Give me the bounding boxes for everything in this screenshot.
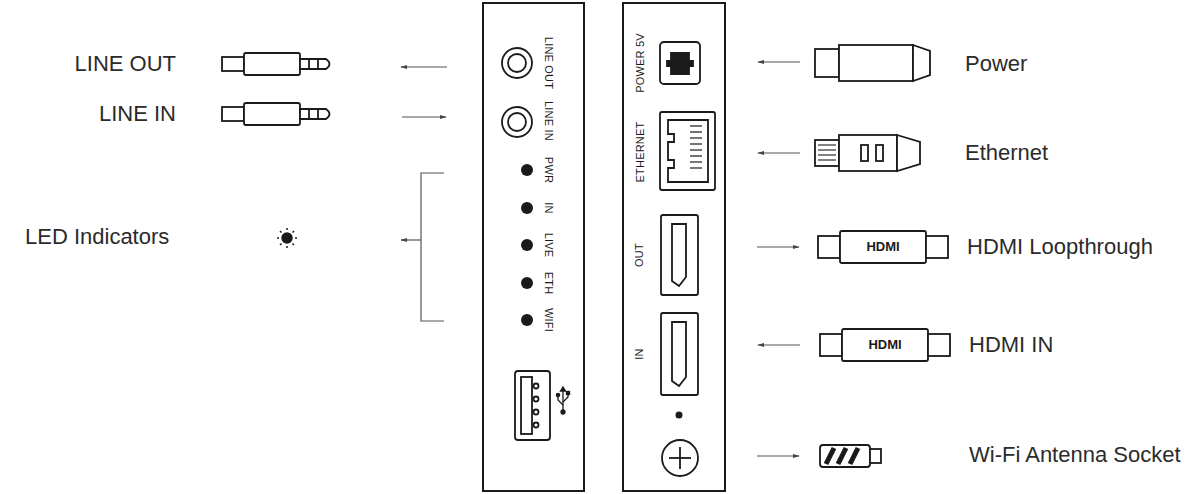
port-label: IN — [634, 348, 645, 359]
reset-dot — [676, 412, 683, 419]
port-name: LINE IN — [99, 101, 176, 126]
led-dots — [521, 164, 533, 326]
hdmi-port — [661, 215, 698, 295]
port-name: HDMI Loopthrough — [967, 234, 1153, 259]
leader-arrow — [401, 66, 447, 67]
port-name: Ethernet — [965, 140, 1048, 165]
audio-jack — [502, 107, 532, 137]
usb-port — [515, 371, 550, 440]
leader-arrow — [757, 455, 799, 456]
antenna-socket — [662, 440, 698, 476]
port-label: OUT — [634, 243, 645, 267]
device-panel: LINE OUT LINE IN PWR IN LIVE ETH WIFI — [482, 2, 585, 492]
port-label: LINE OUT — [543, 37, 554, 89]
port-name: LED Indicators — [25, 224, 169, 249]
device-panel: POWER 5V ETHERNET OUT IN — [622, 2, 726, 492]
leader-arrow — [758, 61, 800, 62]
plug-logo: HDMI — [866, 240, 899, 255]
port-label: PWR — [543, 157, 554, 183]
audio-jack — [502, 48, 532, 78]
antenna-plug — [820, 445, 881, 467]
power-port — [660, 42, 700, 84]
port-label: LINE IN — [543, 101, 554, 141]
usb-symbol — [556, 387, 569, 414]
port-label: LIVE — [543, 233, 554, 258]
leader-arrow — [758, 344, 800, 345]
leader-arrow — [758, 152, 800, 153]
port-label: POWER 5V — [635, 33, 646, 93]
audio-plug — [222, 53, 330, 75]
hdmi-port — [661, 313, 698, 395]
audio-plug — [222, 103, 330, 125]
port-label: ETH — [543, 272, 554, 295]
port-label: IN — [543, 202, 554, 213]
port-label: WIFI — [543, 308, 554, 332]
leader-arrow — [402, 116, 446, 117]
led-icon — [277, 228, 297, 248]
port-name: LINE OUT — [75, 51, 176, 76]
leader-arrow — [401, 239, 421, 240]
leader-arrow — [757, 246, 799, 247]
power-plug — [815, 45, 930, 81]
ethernet-plug — [815, 135, 920, 171]
port-name: HDMI IN — [969, 332, 1053, 357]
port-name: Power — [965, 51, 1027, 76]
ethernet-port — [660, 112, 715, 190]
bracket — [421, 173, 444, 321]
plug-logo: HDMI — [868, 338, 901, 353]
port-name: Wi-Fi Antenna Socket — [969, 442, 1181, 467]
hdmi-plug — [818, 231, 948, 263]
port-label: ETHERNET — [635, 122, 646, 183]
hdmi-plug — [820, 329, 950, 361]
